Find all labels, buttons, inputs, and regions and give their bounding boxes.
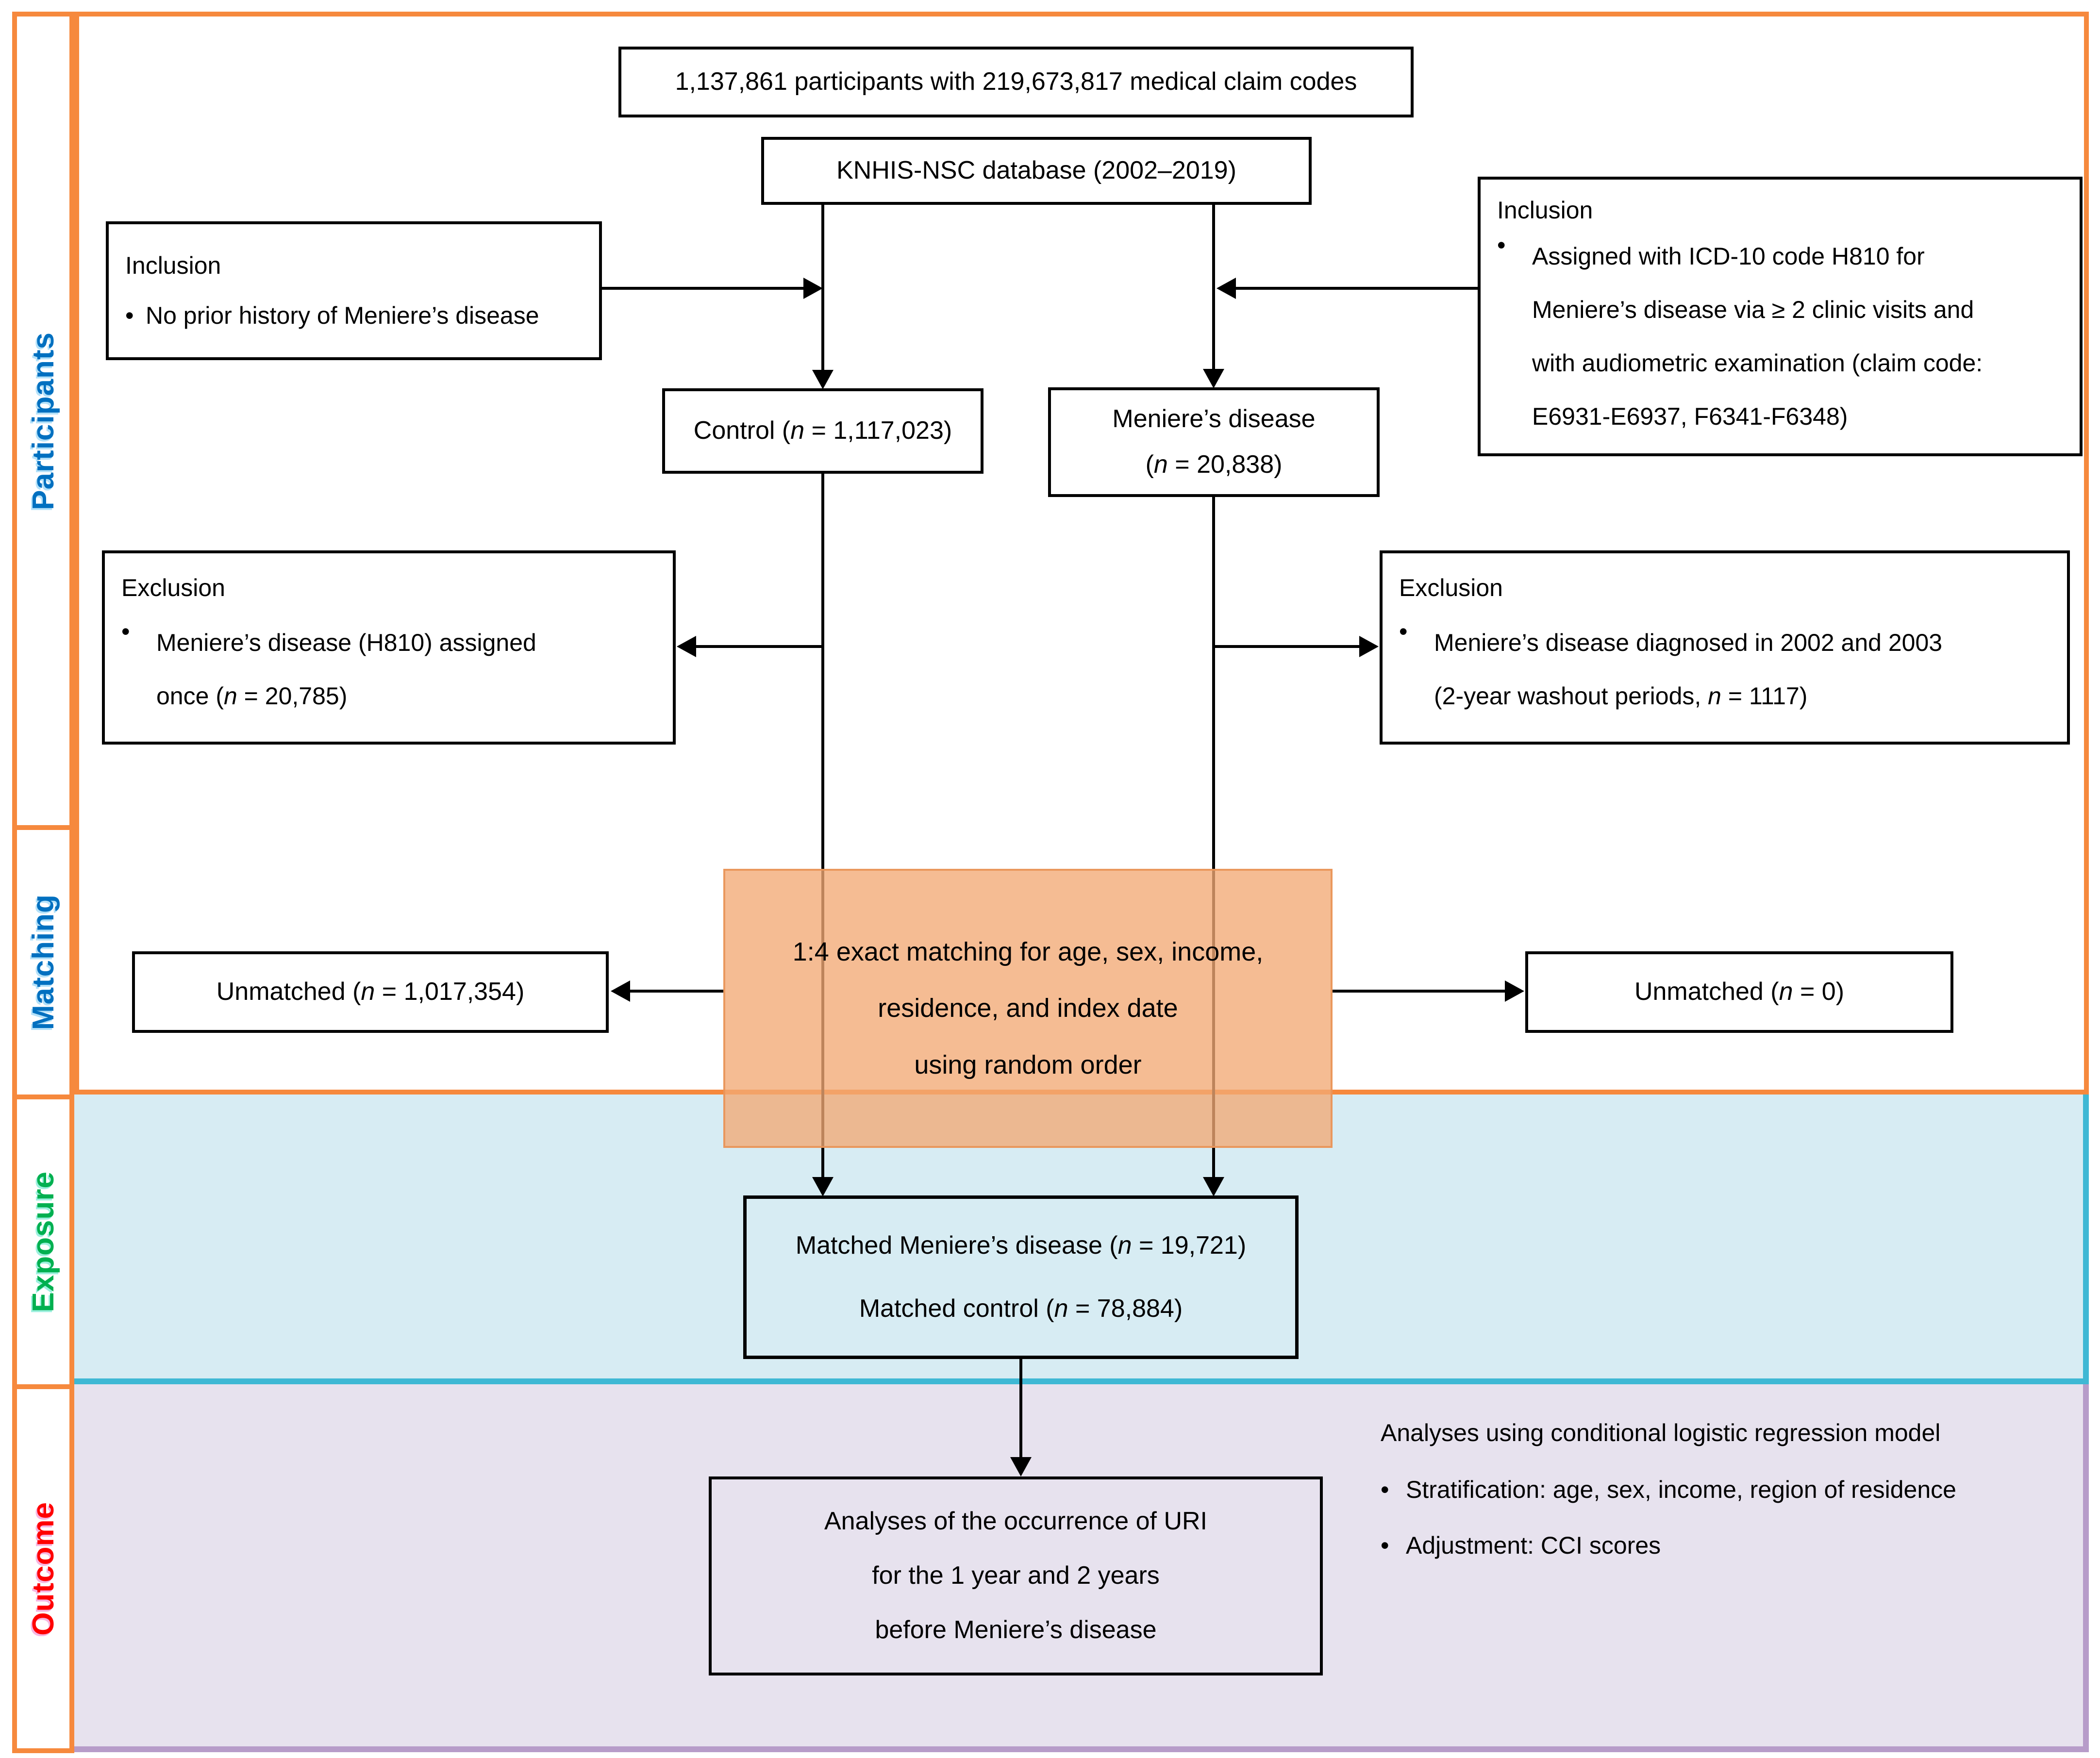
outcome-analysis-line-2: for the 1 year and 2 years — [872, 1561, 1160, 1590]
bullet-icon: • — [1381, 1532, 1389, 1559]
inclusion-right-line-4: E6931-E6937, F6341-F6348) — [1532, 403, 1848, 430]
exclusion-right-bullet-text: Meniere’s disease diagnosed in 2002 and … — [1434, 616, 2050, 723]
exposure-label-text: Exposure — [26, 1171, 60, 1312]
exclusion-left-title: Exclusion — [121, 574, 225, 601]
meniere-box: Meniere’s disease (n = 20,838) — [1048, 387, 1380, 497]
outcome-label-text: Outcome — [26, 1502, 60, 1636]
inclusion-right-bullet-row: • Assigned with ICD-10 code H810 for Men… — [1497, 230, 2063, 443]
exclusion-right-title: Exclusion — [1399, 574, 1503, 601]
exclusion-right-box: Exclusion • Meniere’s disease diagnosed … — [1380, 550, 2070, 745]
section-label-outcome: Outcome — [12, 1384, 74, 1753]
inclusion-right-line-3: with audiometric examination (claim code… — [1532, 349, 1983, 377]
matched-box: Matched Meniere’s disease (n = 19,721) M… — [743, 1195, 1299, 1359]
participants-total-text: 1,137,861 participants with 219,673,817 … — [675, 67, 1357, 96]
connector-meniere-to-matched — [1212, 496, 1215, 1179]
outcome-analysis-box: Analyses of the occurrence of URI for th… — [709, 1476, 1323, 1675]
matching-line-3: using random order — [914, 1050, 1142, 1079]
bullet-icon: • — [121, 618, 130, 645]
exclusion-left-bullet-text: Meniere’s disease (H810) assigned once (… — [156, 616, 656, 723]
analysis-notes-bullet-1: Stratification: age, sex, income, region… — [1406, 1476, 1956, 1503]
inclusion-left-bullet-row: • No prior history of Meniere’s disease — [125, 300, 583, 332]
connector-exclusion-right — [1214, 645, 1362, 648]
inclusion-right-title: Inclusion — [1497, 197, 1593, 224]
arrowhead-unmatched-right — [1505, 980, 1524, 1002]
database-box: KNHIS-NSC database (2002–2019) — [761, 137, 1312, 205]
exclusion-left-box: Exclusion • Meniere’s disease (H810) ass… — [102, 550, 676, 745]
exclusion-right-bullet-row: • Meniere’s disease diagnosed in 2002 an… — [1399, 616, 2050, 723]
bullet-icon: • — [1497, 232, 1506, 259]
matched-line-2: Matched control (n = 78,884) — [859, 1294, 1183, 1323]
analysis-notes-title: Analyses using conditional logistic regr… — [1381, 1419, 1941, 1446]
participants-label-text: Participants — [26, 332, 60, 510]
connector-inclusion-left — [602, 287, 806, 290]
section-label-exposure: Exposure — [12, 1095, 74, 1389]
unmatched-left-box: Unmatched (n = 1,017,354) — [132, 951, 609, 1033]
matched-line-1: Matched Meniere’s disease (n = 19,721) — [795, 1231, 1247, 1260]
arrowhead-inclusion-right — [1217, 278, 1236, 299]
bullet-icon: • — [125, 302, 134, 330]
arrowhead-matched-right — [1203, 1177, 1224, 1196]
exclusion-right-line-2: (2-year washout periods, n = 1117) — [1434, 682, 1808, 710]
connector-control-to-matched — [821, 474, 824, 1179]
outcome-analysis-line-3: before Meniere’s disease — [875, 1615, 1157, 1644]
connector-inclusion-right — [1233, 287, 1478, 290]
exclusion-left-line-2: once (n = 20,785) — [156, 682, 348, 710]
connector-exclusion-left — [693, 645, 823, 648]
meniere-line-2: (n = 20,838) — [1145, 450, 1283, 479]
inclusion-left-title: Inclusion — [125, 251, 221, 279]
arrowhead-exclusion-left — [677, 636, 696, 657]
section-label-participants: Participants — [12, 12, 74, 830]
matching-label-text: Matching — [26, 894, 60, 1030]
unmatched-right-box: Unmatched (n = 0) — [1525, 951, 1953, 1033]
connector-unmatched-left — [626, 990, 723, 993]
inclusion-left-box: Inclusion • No prior history of Meniere’… — [106, 221, 602, 360]
inclusion-left-bullet-text: No prior history of Meniere’s disease — [146, 302, 539, 330]
exclusion-left-bullet-row: • Meniere’s disease (H810) assigned once… — [121, 616, 656, 723]
connector-database-to-control — [821, 205, 824, 374]
meniere-line-1: Meniere’s disease — [1112, 405, 1316, 433]
unmatched-right-text: Unmatched (n = 0) — [1634, 978, 1845, 1006]
arrowhead-exclusion-right — [1359, 636, 1379, 657]
participants-total-box: 1,137,861 participants with 219,673,817 … — [618, 47, 1414, 117]
control-box: Control (n = 1,117,023) — [662, 388, 983, 474]
matching-line-1: 1:4 exact matching for age, sex, income, — [792, 937, 1264, 967]
database-text: KNHIS-NSC database (2002–2019) — [836, 156, 1236, 185]
outcome-analysis-line-1: Analyses of the occurrence of URI — [824, 1507, 1208, 1536]
bullet-icon: • — [1381, 1476, 1389, 1503]
analysis-notes-bullet-row-2: • Adjustment: CCI scores — [1381, 1530, 2089, 1561]
analysis-notes-bullet-row-1: • Stratification: age, sex, income, regi… — [1381, 1474, 2089, 1506]
arrowhead-matched-left — [812, 1177, 833, 1196]
arrowhead-unmatched-left — [611, 980, 630, 1002]
matching-line-2: residence, and index date — [878, 994, 1178, 1023]
arrowhead-analysis — [1010, 1457, 1032, 1476]
arrowhead-meniere — [1203, 369, 1224, 388]
inclusion-right-bullet-text: Assigned with ICD-10 code H810 for Menie… — [1532, 230, 2063, 443]
bullet-icon: • — [1399, 618, 1408, 645]
outcome-band — [74, 1384, 2089, 1752]
exclusion-left-line-1: Meniere’s disease (H810) assigned — [156, 629, 536, 656]
inclusion-right-line-2: Meniere’s disease via ≥ 2 clinic visits … — [1532, 296, 1974, 323]
exclusion-right-line-1: Meniere’s disease diagnosed in 2002 and … — [1434, 629, 1943, 656]
section-label-matching: Matching — [12, 825, 74, 1099]
arrowhead-control — [812, 370, 833, 389]
control-text: Control (n = 1,117,023) — [693, 416, 952, 445]
connector-matched-to-analysis — [1019, 1359, 1022, 1461]
matching-box: 1:4 exact matching for age, sex, income,… — [723, 869, 1333, 1148]
unmatched-left-text: Unmatched (n = 1,017,354) — [216, 978, 525, 1006]
inclusion-right-box: Inclusion • Assigned with ICD-10 code H8… — [1478, 177, 2083, 456]
analysis-notes-bullet-2: Adjustment: CCI scores — [1406, 1532, 1661, 1559]
inclusion-right-line-1: Assigned with ICD-10 code H810 for — [1532, 243, 1925, 270]
connector-database-to-meniere — [1212, 205, 1215, 373]
arrowhead-inclusion-left — [803, 278, 823, 299]
connector-unmatched-right — [1333, 990, 1507, 993]
analysis-notes: Analyses using conditional logistic regr… — [1381, 1417, 2089, 1586]
